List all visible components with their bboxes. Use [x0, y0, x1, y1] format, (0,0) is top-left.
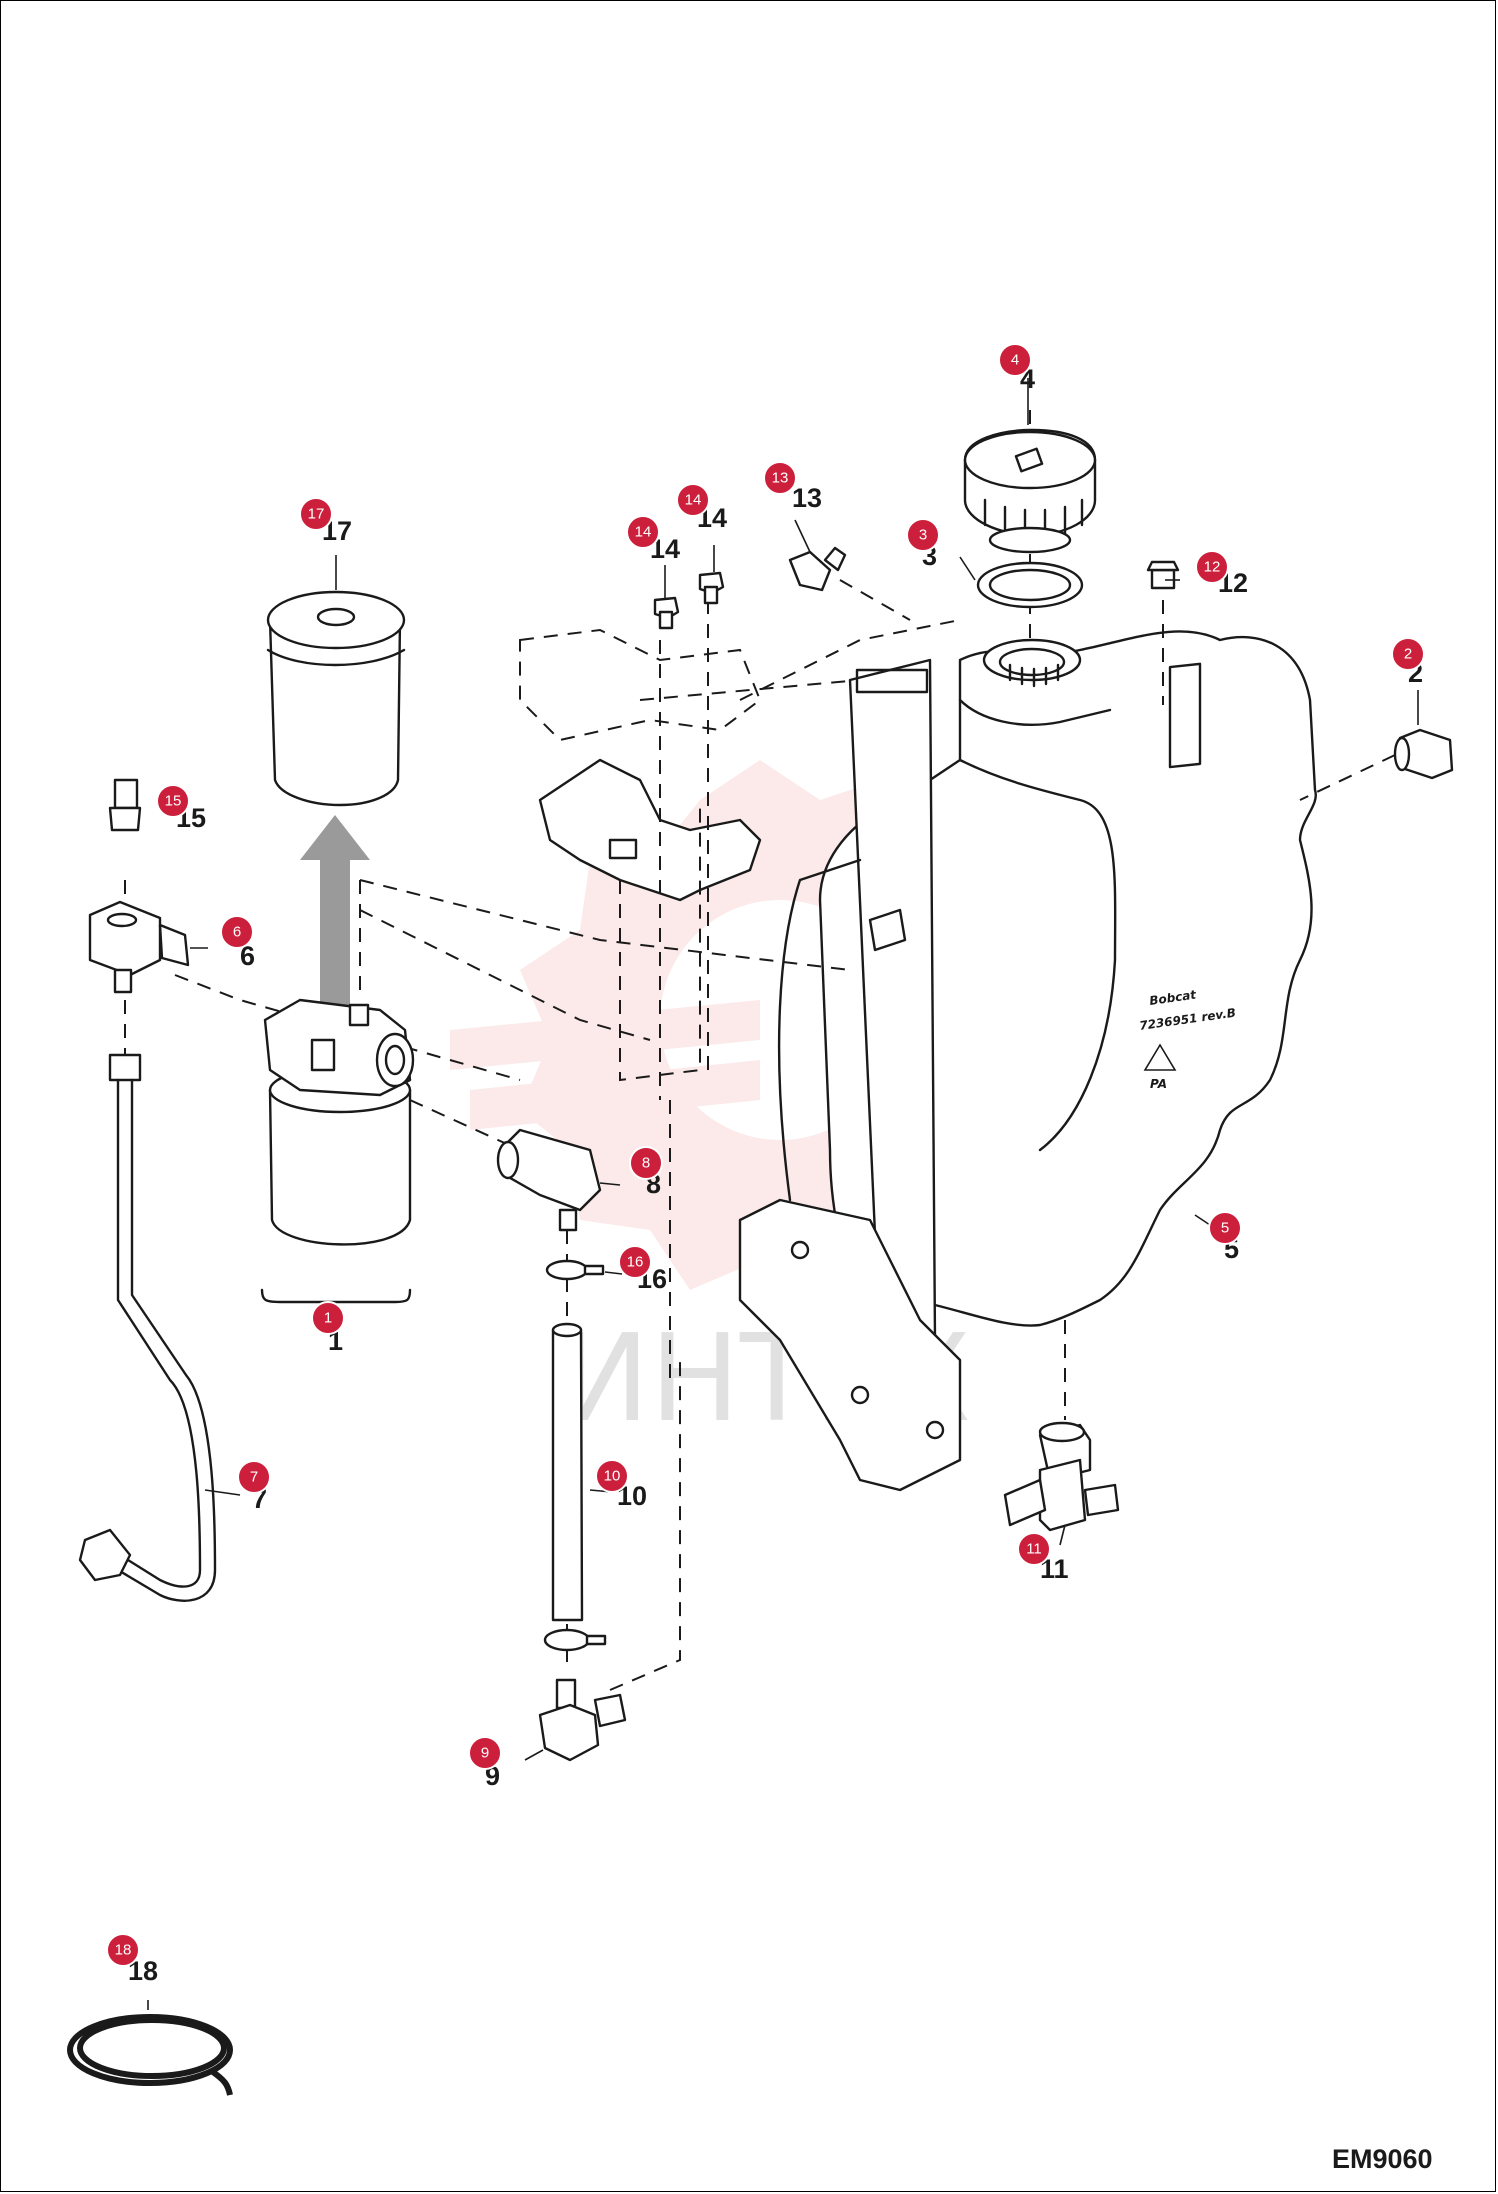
- cap-seal-inner: [988, 568, 1072, 602]
- svg-text:11: 11: [1026, 1541, 1042, 1558]
- svg-text:8: 8: [642, 1155, 650, 1172]
- callout-number-6: 6: [240, 941, 255, 971]
- bleed-fitting[interactable]: [108, 778, 142, 832]
- fuel-hose[interactable]: [551, 1322, 584, 1622]
- callout-badge-16: 16: [618, 1245, 652, 1279]
- svg-text:10: 10: [604, 1468, 621, 1485]
- removal-arrow: [300, 815, 370, 1030]
- svg-text:14: 14: [685, 492, 702, 509]
- svg-text:16: 16: [627, 1254, 644, 1271]
- svg-text:12: 12: [1204, 559, 1221, 576]
- callout-badge-15: 15: [156, 784, 190, 818]
- svg-text:17: 17: [308, 506, 325, 523]
- callout-badge-8: 8: [629, 1146, 663, 1180]
- fuel-line-rigid[interactable]: [78, 1053, 217, 1602]
- recycle-icon: [1143, 1043, 1177, 1071]
- callout-badge-14a: 14: [626, 515, 660, 549]
- hose-clamp-top[interactable]: [545, 1259, 605, 1281]
- mounting-bracket[interactable]: [519, 619, 962, 1492]
- callout-badge-9: 9: [468, 1736, 502, 1770]
- callout-badge-3: 3: [906, 518, 940, 552]
- svg-text:13: 13: [772, 470, 789, 487]
- drain-plug[interactable]: [1393, 728, 1454, 780]
- filter-bracket-line: [260, 1288, 412, 1304]
- svg-text:15: 15: [165, 793, 182, 810]
- callout-badge-4: 4: [998, 343, 1032, 377]
- elbow-fitting-top[interactable]: [788, 546, 847, 592]
- svg-text:1: 1: [324, 1310, 332, 1327]
- coiled-hose[interactable]: [67, 2014, 233, 2096]
- svg-text:9: 9: [481, 1745, 489, 1762]
- callout-badges: 1 2 3 4 5 6 7 8 9 10 11 12 13 14 14 15 1…: [106, 343, 1425, 1967]
- callout-badge-18: 18: [106, 1933, 140, 1967]
- vent-plug[interactable]: [1146, 560, 1180, 590]
- callout-badge-14b: 14: [676, 483, 710, 517]
- drawing-code: EM9060: [1332, 2144, 1433, 2174]
- outlet-elbow[interactable]: [496, 1128, 602, 1232]
- callout-badge-6: 6: [220, 915, 254, 949]
- bolt-a[interactable]: [653, 596, 680, 630]
- callout-badge-2: 2: [1391, 637, 1425, 671]
- callout-badge-5: 5: [1208, 1211, 1242, 1245]
- svg-text:5: 5: [1221, 1220, 1229, 1237]
- return-elbow[interactable]: [538, 1678, 627, 1762]
- callout-badge-13: 13: [763, 461, 797, 495]
- callout-badge-10: 10: [595, 1459, 629, 1493]
- svg-text:7: 7: [250, 1469, 258, 1486]
- filter-element[interactable]: [266, 590, 406, 807]
- leader-lines: [147, 378, 1419, 2010]
- svg-text:3: 3: [919, 527, 927, 544]
- tank-brand-mark: Bobcat: [1148, 987, 1198, 1008]
- hose-clamp-bottom[interactable]: [543, 1628, 607, 1652]
- fuel-filter-assembly[interactable]: [263, 998, 415, 1246]
- callout-badge-7: 7: [237, 1460, 271, 1494]
- callout-badge-11: 11: [1017, 1532, 1051, 1566]
- callout-badge-12: 12: [1195, 550, 1229, 584]
- filler-cap[interactable]: [963, 428, 1097, 554]
- callout-badge-17: 17: [299, 497, 333, 531]
- tank-material-mark: PA: [1150, 1077, 1167, 1091]
- svg-text:14: 14: [635, 524, 652, 541]
- svg-text:6: 6: [233, 924, 241, 941]
- svg-text:2: 2: [1404, 646, 1412, 663]
- svg-text:4: 4: [1011, 352, 1019, 369]
- callout-number-13: 13: [792, 483, 822, 513]
- callout-badge-1: 1: [311, 1301, 345, 1335]
- svg-text:18: 18: [115, 1942, 132, 1959]
- bolt-b[interactable]: [698, 571, 725, 605]
- tank-outlet-tee[interactable]: [1003, 1421, 1120, 1532]
- tee-fitting[interactable]: [88, 900, 190, 994]
- fuel-tank[interactable]: Bobcat 7236951 rev.B PA: [818, 630, 1317, 1327]
